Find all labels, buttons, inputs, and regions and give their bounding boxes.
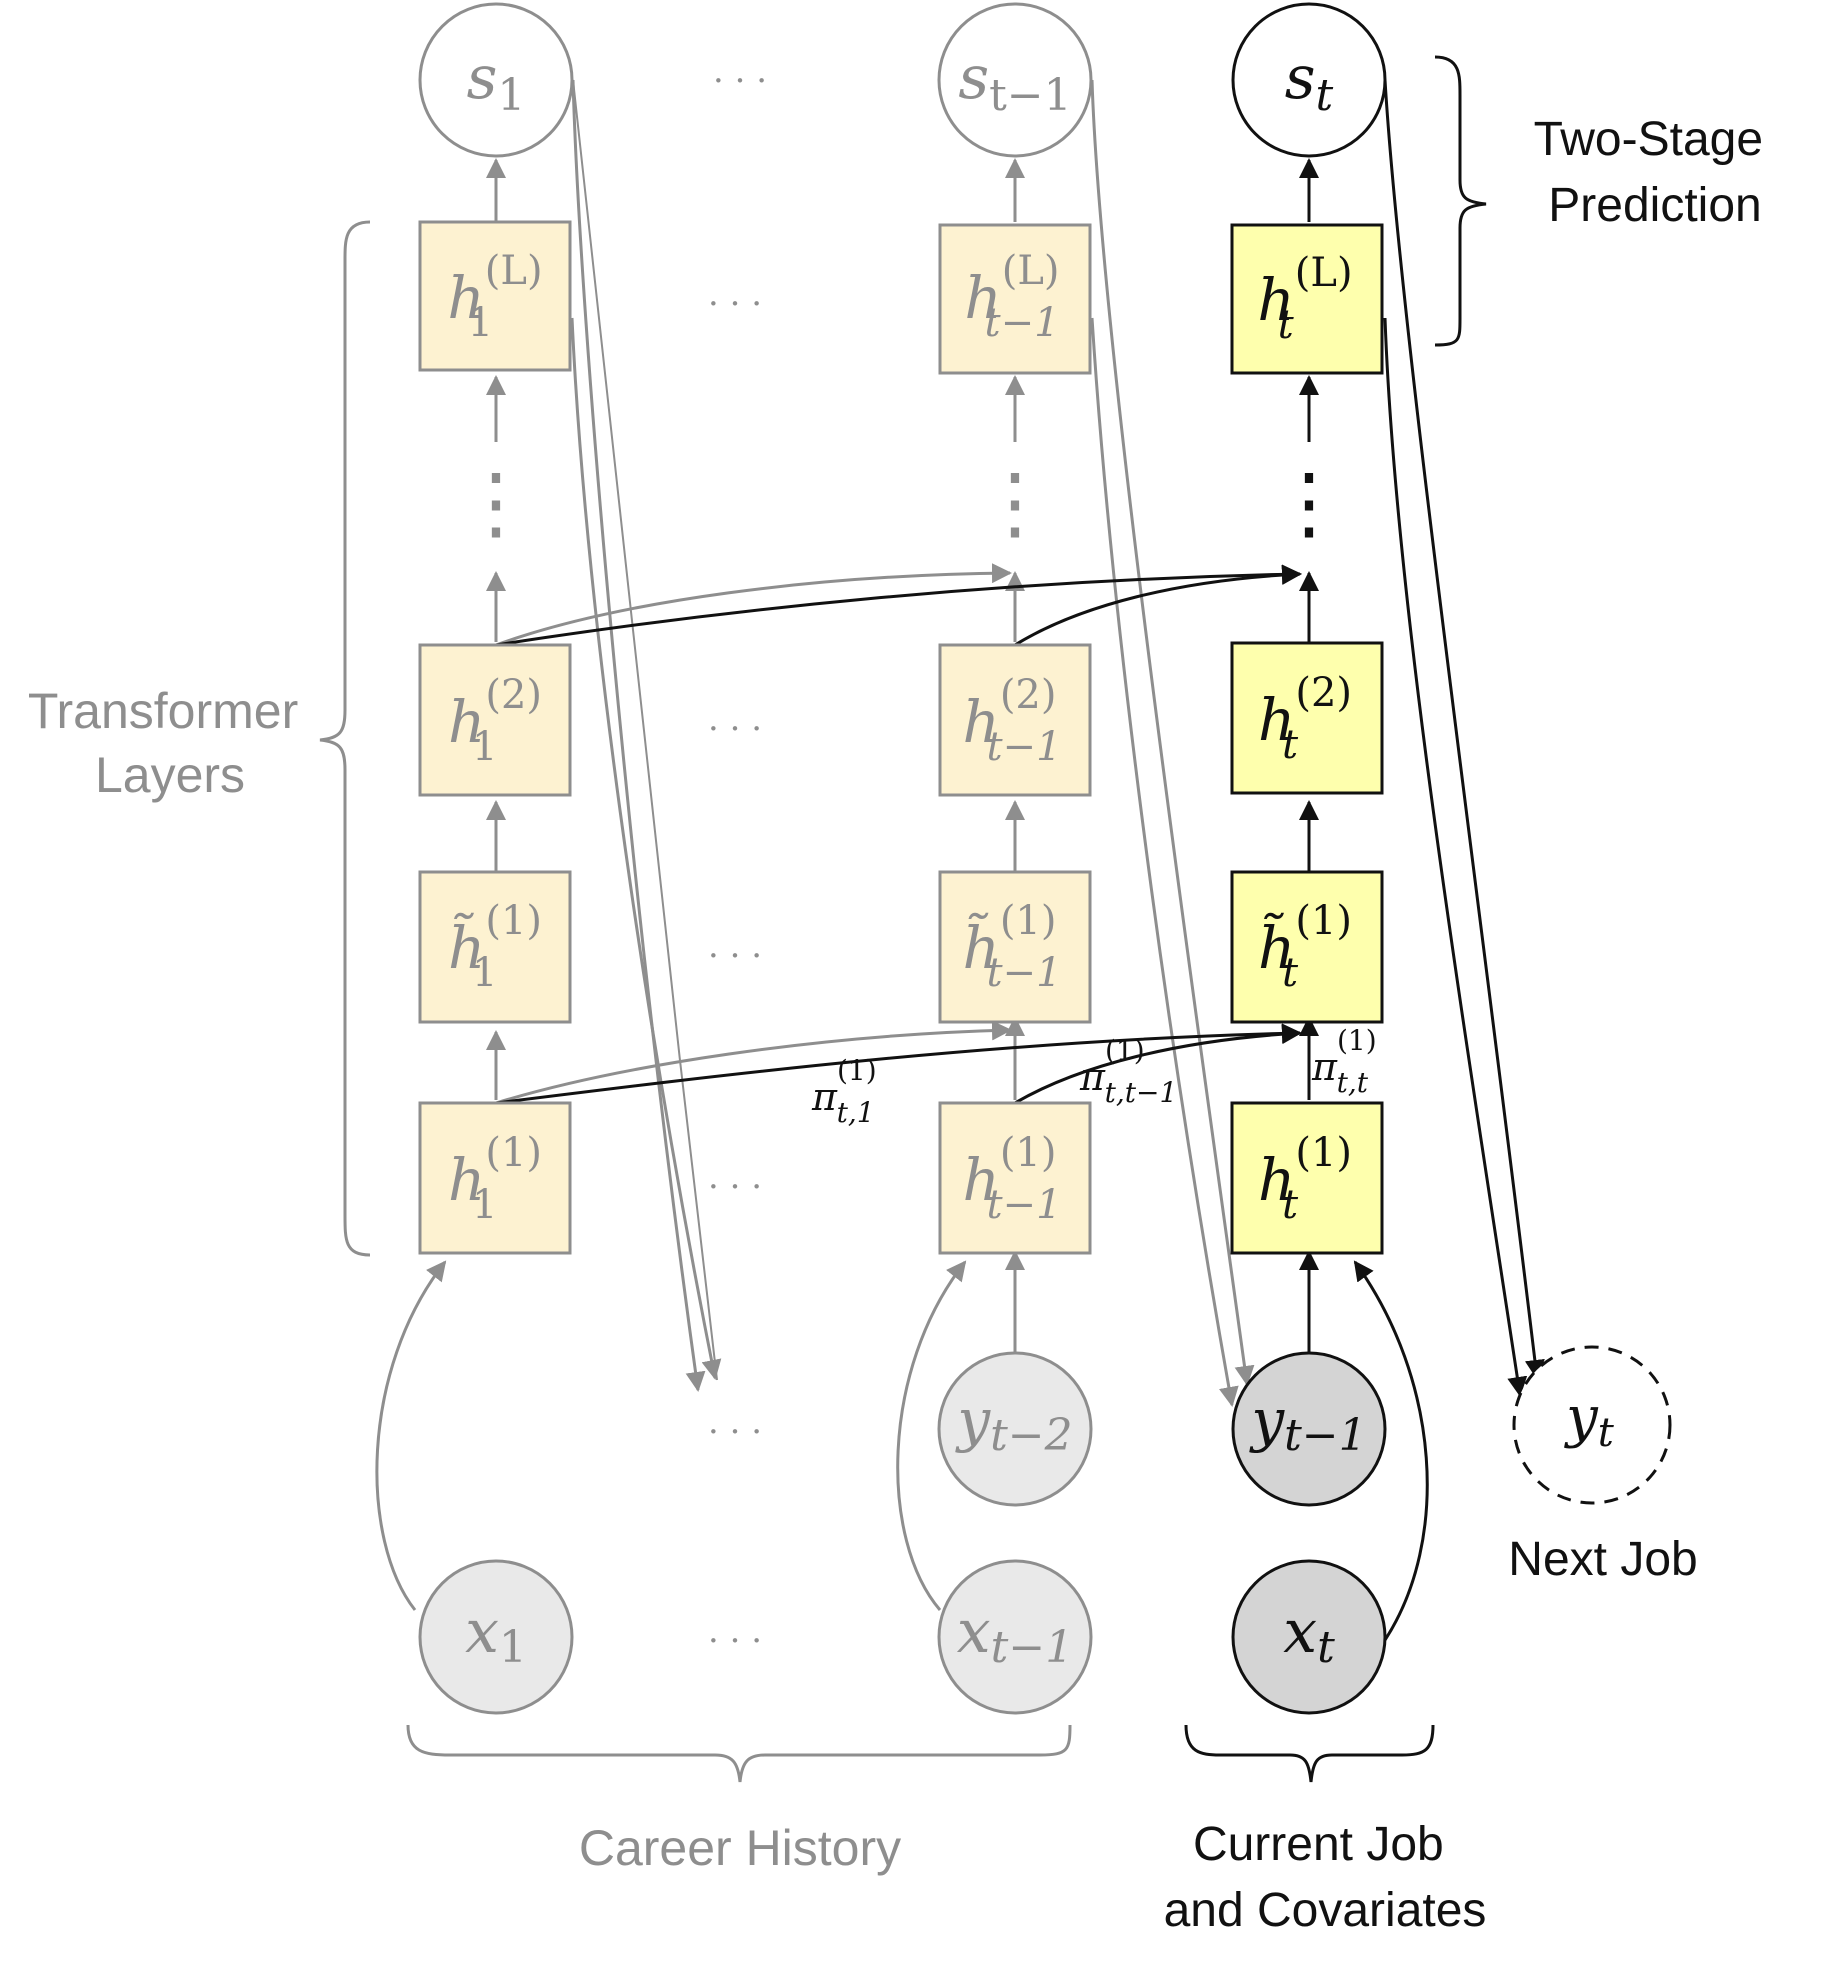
circle-s-1	[418, 2, 574, 158]
current-job-brace	[1184, 1724, 1435, 1783]
transformer-layers-label: Transformer Layers	[28, 683, 312, 803]
hdots-h1-row: · · ·	[708, 1167, 762, 1207]
label-s-1: s1	[467, 43, 526, 121]
circle-x-1	[418, 1559, 574, 1715]
edges	[375, 79, 1545, 1641]
label-h1-1: h(1)1	[448, 1130, 542, 1228]
career-history-label: Career History	[579, 1820, 901, 1876]
box-hL-1	[418, 220, 572, 372]
circle-y-tm1	[1231, 1351, 1387, 1507]
circle-nodes	[418, 2, 1672, 1715]
edge-s-t-to-y-t	[1383, 79, 1545, 1380]
label-ht1-1: h̃(1)1	[448, 898, 542, 996]
hdots-ht1-row: · · ·	[708, 936, 762, 976]
edge-hL-tm1-to-y-tm1	[1090, 317, 1239, 1407]
box-h2-1	[418, 643, 572, 797]
label-hL-tm1: h(L)t−1	[964, 248, 1059, 346]
box-h2-tm1	[938, 643, 1092, 797]
edge-hL-1-to-y-dots	[570, 317, 722, 1380]
edge-x-t-to-h1-t	[1353, 1260, 1429, 1641]
label-h1-t: h(1)t	[1258, 1130, 1352, 1228]
hdots-x-row: · · ·	[708, 1621, 762, 1661]
edge-attn-h1-tm1-to-t	[1014, 1024, 1302, 1105]
edge-attn-h2-tm1-to-t	[1014, 564, 1302, 647]
label-hL-t: h(L)t	[1257, 250, 1352, 348]
edge-s-1-to-y-dots-b	[572, 79, 718, 1381]
box-ht1-tm1	[938, 870, 1092, 1024]
label-h1-tm1: h(1)t−1	[962, 1130, 1061, 1228]
label-pi-ttm1: π(1)t,t−1	[1079, 1034, 1177, 1109]
braces	[319, 55, 1487, 1783]
vdots-col-t: ⋮	[1269, 456, 1349, 549]
label-ht1-t: h̃(1)t	[1258, 898, 1352, 996]
label-h2-t: h(2)t	[1258, 670, 1352, 768]
hdots-hL-row: · · ·	[708, 284, 762, 324]
edge-attn-h2-1-to-t	[495, 564, 1302, 647]
vertical-dots: ⋮ ⋮ ⋮	[456, 456, 1349, 549]
two-stage-brace	[1434, 55, 1487, 347]
box-h2-t	[1230, 641, 1384, 795]
label-y-tm1: yt−1	[1248, 1386, 1366, 1461]
box-h1-tm1	[938, 1101, 1092, 1255]
next-job-label: Next Job	[1508, 1533, 1697, 1586]
hdots-h2-row: · · ·	[708, 709, 762, 749]
text-labels: Transformer Layers Two-Stage Prediction …	[28, 113, 1777, 1937]
box-hL-t	[1230, 223, 1384, 375]
node-labels: s1 st−1 st h(L)1 h(L)t−1 h(L)t h(2)1 h(2…	[447, 43, 1614, 1673]
label-h2-tm1: h(2)t−1	[962, 672, 1061, 770]
label-pi-tt: π(1)t,t	[1311, 1024, 1377, 1099]
circle-x-t	[1231, 1559, 1387, 1715]
edge-attn-h2-1-to-tm1	[495, 563, 1012, 647]
box-h1-t	[1230, 1101, 1384, 1255]
box-ht1-t	[1230, 870, 1384, 1024]
label-x-1: x1	[465, 1597, 527, 1673]
label-y-tm2: yt−2	[954, 1386, 1072, 1461]
vdots-col-1: ⋮	[456, 456, 536, 549]
box-ht1-1	[418, 870, 572, 1024]
current-job-label: Current Job and Covariates	[1164, 1818, 1487, 1937]
box-hL-tm1	[938, 223, 1092, 375]
label-y-t: yt	[1563, 1385, 1615, 1456]
circle-y-t	[1512, 1345, 1672, 1505]
label-h2-1: h(2)1	[448, 672, 542, 770]
hdots-y-row: · · ·	[708, 1412, 762, 1452]
transformer-layers-brace	[319, 220, 371, 1257]
edge-s-tm1-to-y-tm1	[1090, 79, 1255, 1386]
vdots-col-tm1: ⋮	[975, 456, 1055, 549]
two-stage-prediction-label: Two-Stage Prediction	[1534, 113, 1777, 232]
edge-attn-h1-1-to-t	[495, 1023, 1302, 1105]
edge-x-1-to-h1-1	[375, 1260, 447, 1611]
label-x-t: xt	[1283, 1597, 1335, 1673]
ellipses: · · · · · · · · · · · · · · · · · · · · …	[708, 61, 767, 1661]
label-s-t: st	[1285, 43, 1334, 121]
label-s-tm1: st−1	[958, 43, 1071, 121]
circle-y-tm2	[937, 1351, 1093, 1507]
edge-x-tm1-to-h1-tm1	[896, 1260, 967, 1611]
career-history-brace	[406, 1724, 1072, 1783]
box-h1-1	[418, 1101, 572, 1255]
layer-boxes	[418, 220, 1384, 1255]
hdots-s-row: · · ·	[713, 61, 767, 101]
edge-attn-h1-1-to-tm1	[495, 1020, 1012, 1105]
circle-s-tm1	[937, 2, 1093, 158]
label-hL-1: h(L)1	[447, 248, 542, 346]
label-x-tm1: xt−1	[957, 1597, 1073, 1673]
edge-hL-t-to-y-t	[1383, 317, 1528, 1397]
label-ht1-tm1: h̃(1)t−1	[962, 898, 1061, 996]
label-pi-t1: π(1)t,1	[811, 1054, 877, 1129]
circle-x-tm1	[937, 1559, 1093, 1715]
edge-s-1-to-y-dots-a	[571, 79, 706, 1392]
circle-s-t	[1231, 2, 1387, 158]
